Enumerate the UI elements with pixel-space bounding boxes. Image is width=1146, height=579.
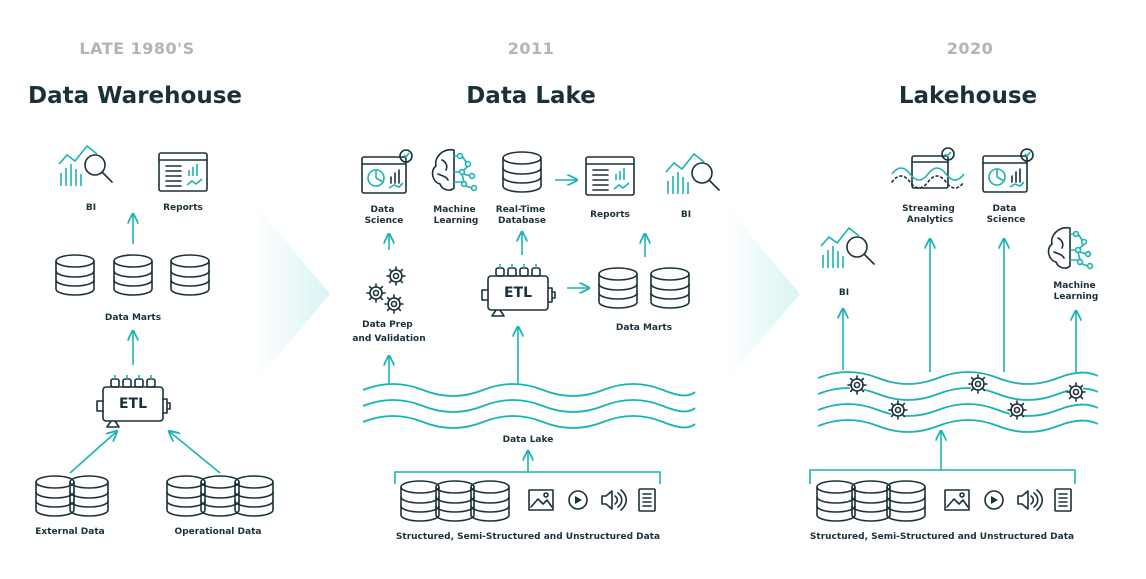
gear-icon — [1066, 382, 1086, 402]
data-lake-label: Data Lake — [503, 435, 554, 445]
reports-icon — [585, 156, 635, 196]
database-icon — [435, 480, 475, 522]
machine-learning-brain-icon — [431, 148, 478, 192]
database-icon — [502, 151, 542, 193]
chevron-separator-2 — [725, 205, 800, 383]
database-icon — [400, 480, 440, 522]
lakehouse-wave — [817, 403, 1099, 417]
chevron-separator-1 — [255, 205, 330, 383]
database-icon — [650, 267, 690, 309]
sources-label: Structured, Semi-Structured and Unstruct… — [810, 532, 1074, 542]
arrow-external-to-etl — [69, 432, 116, 474]
gear-icon — [386, 266, 406, 286]
sources-bracket — [809, 469, 1076, 484]
image-file-icon — [528, 489, 554, 511]
era-label: 2020 — [947, 39, 994, 58]
database-icon — [886, 480, 926, 522]
database-icon — [598, 267, 638, 309]
lake-wave — [362, 383, 696, 397]
gear-icon — [384, 294, 404, 314]
database-icon — [166, 475, 206, 517]
etl-label: ETL — [504, 285, 532, 301]
bi-label: BI — [681, 210, 691, 220]
document-icon — [638, 488, 656, 512]
data-science-icon — [361, 149, 413, 194]
video-play-icon — [984, 490, 1004, 510]
database-icon — [55, 254, 95, 296]
era-label: LATE 1980'S — [79, 39, 194, 58]
database-icon — [234, 475, 274, 517]
machine-learning-brain-icon — [1047, 226, 1094, 270]
lakehouse-wave — [817, 387, 1099, 401]
database-icon — [816, 480, 856, 522]
audio-speaker-icon — [1017, 489, 1044, 511]
external-data-label: External Data — [35, 527, 104, 537]
bi-chart-icon — [820, 227, 875, 269]
video-play-icon — [568, 490, 588, 510]
era-label: 2011 — [508, 39, 555, 58]
column-title: Data Lake — [466, 83, 596, 109]
database-icon — [69, 475, 109, 517]
database-icon — [851, 480, 891, 522]
real-time-database-label: Real-Time Database — [496, 205, 548, 226]
lakehouse-wave — [817, 419, 1099, 433]
lakehouse-wave — [817, 371, 1099, 385]
sources-label: Structured, Semi-Structured and Unstruct… — [396, 532, 660, 542]
bi-chart-icon — [665, 153, 720, 195]
lake-wave — [362, 415, 696, 429]
column-title: Lakehouse — [899, 83, 1037, 109]
gear-icon — [968, 374, 988, 394]
operational-data-label: Operational Data — [175, 527, 262, 537]
database-icon — [200, 475, 240, 517]
data-marts-label: Data Marts — [616, 323, 672, 333]
database-icon — [113, 254, 153, 296]
arrow-operational-to-etl — [170, 432, 221, 474]
database-icon — [35, 475, 75, 517]
gear-icon — [1007, 400, 1027, 420]
reports-icon — [158, 152, 208, 192]
machine-learning-label: Machine Learning — [433, 205, 479, 226]
data-science-label: Data Science — [365, 205, 404, 226]
gear-icon — [888, 400, 908, 420]
reports-label: Reports — [590, 210, 630, 220]
lake-wave — [362, 399, 696, 413]
audio-speaker-icon — [601, 489, 628, 511]
gear-icon — [847, 375, 867, 395]
streaming-analytics-label: Streaming Analytics — [902, 204, 958, 225]
streaming-analytics-icon — [891, 147, 965, 189]
database-icon — [170, 254, 210, 296]
bi-label: BI — [86, 203, 96, 213]
document-icon — [1054, 488, 1072, 512]
database-icon — [470, 480, 510, 522]
machine-learning-label: Machine Learning — [1053, 281, 1099, 302]
bi-chart-icon — [58, 145, 113, 187]
column-title: Data Warehouse — [28, 83, 242, 109]
sources-bracket — [394, 471, 661, 484]
gear-icon — [366, 283, 386, 303]
data-science-label: Data Science — [987, 204, 1026, 225]
image-file-icon — [944, 489, 970, 511]
data-marts-label: Data Marts — [105, 313, 161, 323]
etl-label: ETL — [119, 396, 147, 412]
bi-label: BI — [839, 288, 849, 298]
data-prep-label: Data Prep and Validation — [352, 320, 425, 344]
reports-label: Reports — [163, 203, 203, 213]
data-science-icon — [982, 148, 1034, 193]
